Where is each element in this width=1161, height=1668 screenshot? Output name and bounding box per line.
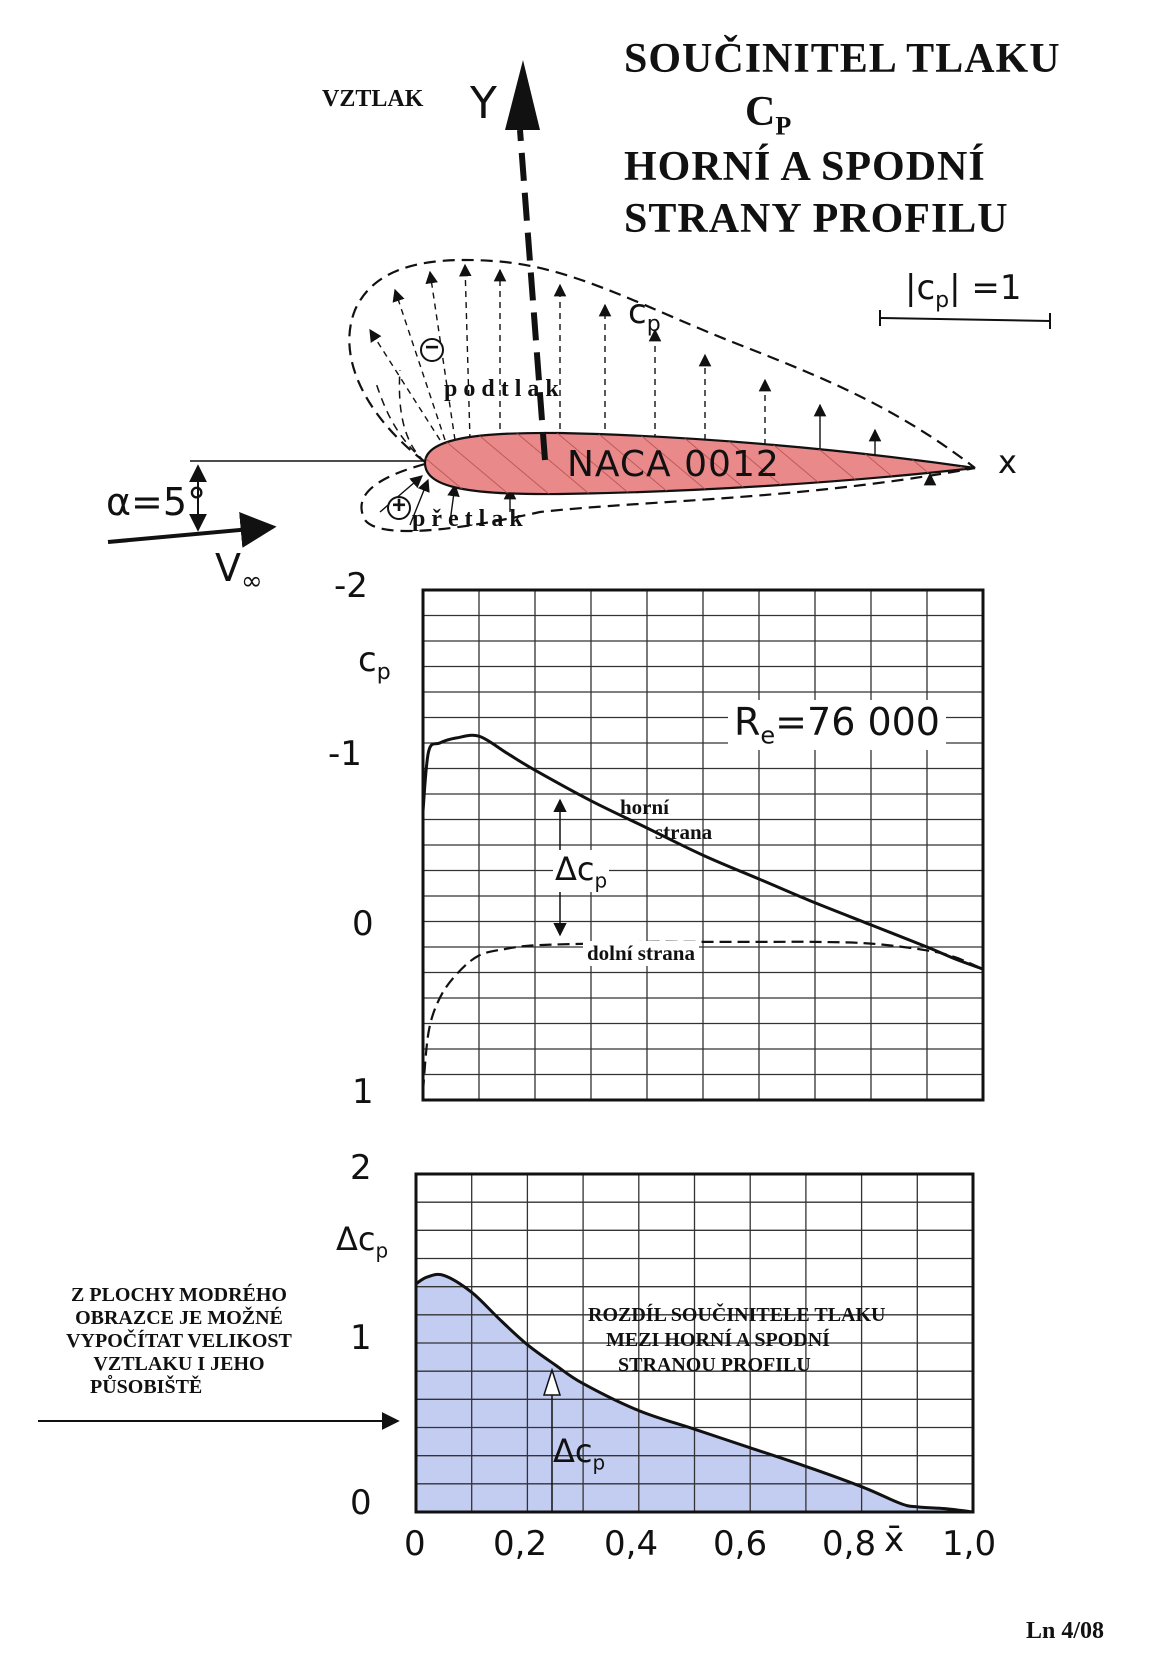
cp-curve-label: cp <box>628 292 661 337</box>
x-axis-label: x <box>998 443 1017 481</box>
delta-cp-chart-frame <box>414 1172 975 1514</box>
x-tick: 0,2 <box>493 1524 548 1564</box>
suction-arrows <box>369 263 882 455</box>
lift-arrow <box>517 129 548 461</box>
suction-sign: − <box>424 334 439 361</box>
delta-cp-chart <box>414 1172 975 1514</box>
velocity-label: V∞ <box>215 546 263 597</box>
delta-cp-ytick: 1 <box>350 1318 372 1358</box>
scale-label: |cp| =1 <box>905 268 1022 313</box>
delta-cp-ytick: 0 <box>350 1483 372 1523</box>
x-axis-variable: x̄ <box>884 1520 905 1560</box>
delta-cp-ylabel: Δcp <box>336 1220 389 1263</box>
page-label: Ln 4/08 <box>1026 1618 1105 1644</box>
delta-cp-area <box>416 1274 973 1512</box>
airfoil-diagram <box>107 60 1051 548</box>
x-tick: 1,0 <box>942 1524 997 1564</box>
cp-ytick: -2 <box>334 566 368 606</box>
side-note-line: PŮSOBIŠTĚ <box>90 1376 203 1398</box>
delta-cp-chart-grid <box>416 1174 973 1512</box>
cp-chart-grid <box>423 590 983 1100</box>
cp-ytick: 0 <box>352 904 374 944</box>
cp-chart-frame <box>421 588 985 1102</box>
cp-ytick: 1 <box>352 1072 374 1112</box>
upper-side-label-2: strana <box>655 820 713 844</box>
delta-cp-area-label: Δcp <box>553 1432 606 1475</box>
lift-label: VZTLAK <box>322 86 424 112</box>
delta-cp-annotation-line: STRANOU PROFILU <box>618 1354 811 1376</box>
airfoil-hatching <box>425 432 975 495</box>
cp-chart <box>421 588 985 1102</box>
side-note-line: VZTLAKU I JEHO <box>93 1353 265 1375</box>
upper-side-label-1: horní <box>620 795 670 819</box>
title-line-3: STRANY PROFILU <box>624 196 1009 242</box>
delta-cp-annotation-line: MEZI HORNÍ A SPODNÍ <box>606 1329 830 1351</box>
delta-cp-indicator-head <box>542 1367 562 1396</box>
cp-delta-label: Δcp <box>553 850 610 893</box>
airfoil-label: NACA 0012 <box>567 444 780 485</box>
delta-cp-fill <box>416 1274 973 1512</box>
overpressure-sign: + <box>391 492 406 519</box>
x-tick: 0,6 <box>713 1524 768 1564</box>
delta-cp-chart-series <box>415 1272 974 1514</box>
overpressure-sign-circle <box>387 496 411 520</box>
upper-side-line <box>421 733 984 971</box>
delta-cp-annotation-line: ROZDÍL SOUČINITELE TLAKU <box>588 1304 886 1326</box>
alpha-label: α=5° <box>106 480 207 524</box>
suction-envelope <box>348 258 976 469</box>
delta-cp-annotation: ROZDÍL SOUČINITELE TLAKU MEZI HORNÍ A SP… <box>588 1303 886 1378</box>
suction-label: p o d t l a k <box>444 376 559 402</box>
side-note: Z PLOCHY MODRÉHO OBRAZCE JE MOŽNÉ VYPOČÍ… <box>46 1284 312 1399</box>
reynolds-annotation: Re=76 000 <box>728 700 946 750</box>
delta-cp-line <box>415 1272 974 1514</box>
title-line-1: SOUČINITEL TLAKU <box>624 36 1061 82</box>
cp-ylabel: cp <box>358 640 391 685</box>
title-symbol: CP <box>745 89 792 141</box>
overpressure-label: p ř e t l a k <box>412 506 523 532</box>
x-tick: 0 <box>404 1524 426 1564</box>
side-note-line: OBRAZCE JE MOŽNÉ <box>75 1307 283 1329</box>
x-tick: 0,4 <box>604 1524 659 1564</box>
title-line-2: HORNÍ A SPODNÍ <box>624 144 986 190</box>
x-tick: 0,8 <box>822 1524 877 1564</box>
y-axis-label: Y <box>470 78 497 129</box>
overpressure-arrows <box>379 472 937 526</box>
lower-side-label: dolní strana <box>583 941 699 966</box>
freestream-velocity-arrow <box>107 512 277 548</box>
cp-ytick: -1 <box>328 734 362 774</box>
suction-sign-circle <box>420 338 444 362</box>
suction-inner-line <box>398 369 426 463</box>
side-note-line: VYPOČÍTAT VELIKOST <box>66 1330 292 1352</box>
overpressure-envelope <box>360 462 976 533</box>
suction-inner-line <box>374 379 426 463</box>
scale-bar <box>879 317 1051 322</box>
lift-arrow-head <box>505 60 540 130</box>
delta-cp-ytick: 2 <box>350 1148 372 1188</box>
side-note-line: Z PLOCHY MODRÉHO <box>71 1284 287 1306</box>
